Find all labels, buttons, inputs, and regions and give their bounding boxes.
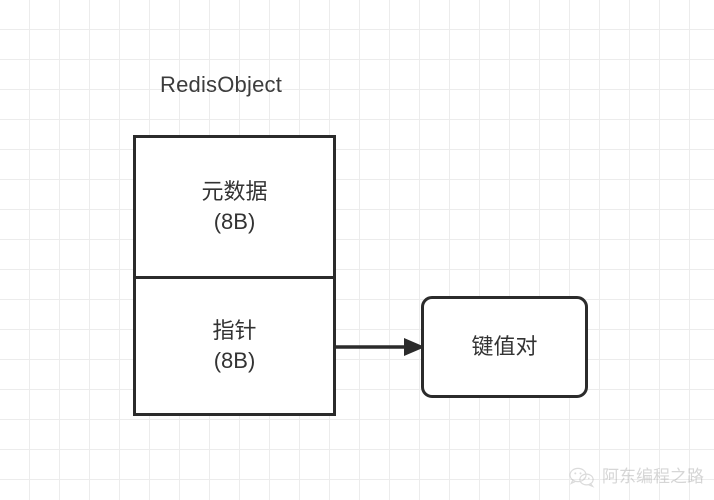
struct-cell-pointer-size: (8B) — [213, 347, 256, 373]
key-value-pair-box: 键值对 — [421, 296, 588, 398]
struct-cell-metadata-size: (8B) — [213, 208, 256, 234]
key-value-pair-label: 键值对 — [471, 334, 538, 359]
watermark: 阿东编程之路 — [569, 466, 704, 488]
page-title: RedisObject — [160, 72, 283, 97]
watermark-text: 阿东编程之路 — [602, 467, 704, 486]
redis-object-struct-box: 元数据 (8B) 指针 (8B) — [133, 135, 336, 416]
wechat-logo-icon — [569, 467, 595, 488]
struct-cell-pointer: 指针 (8B) — [136, 275, 333, 414]
struct-cell-metadata-label: 元数据 — [201, 178, 268, 204]
struct-cell-pointer-label: 指针 — [212, 317, 257, 343]
pointer-arrow-icon — [335, 338, 425, 356]
struct-cell-metadata: 元数据 (8B) — [136, 138, 333, 276]
